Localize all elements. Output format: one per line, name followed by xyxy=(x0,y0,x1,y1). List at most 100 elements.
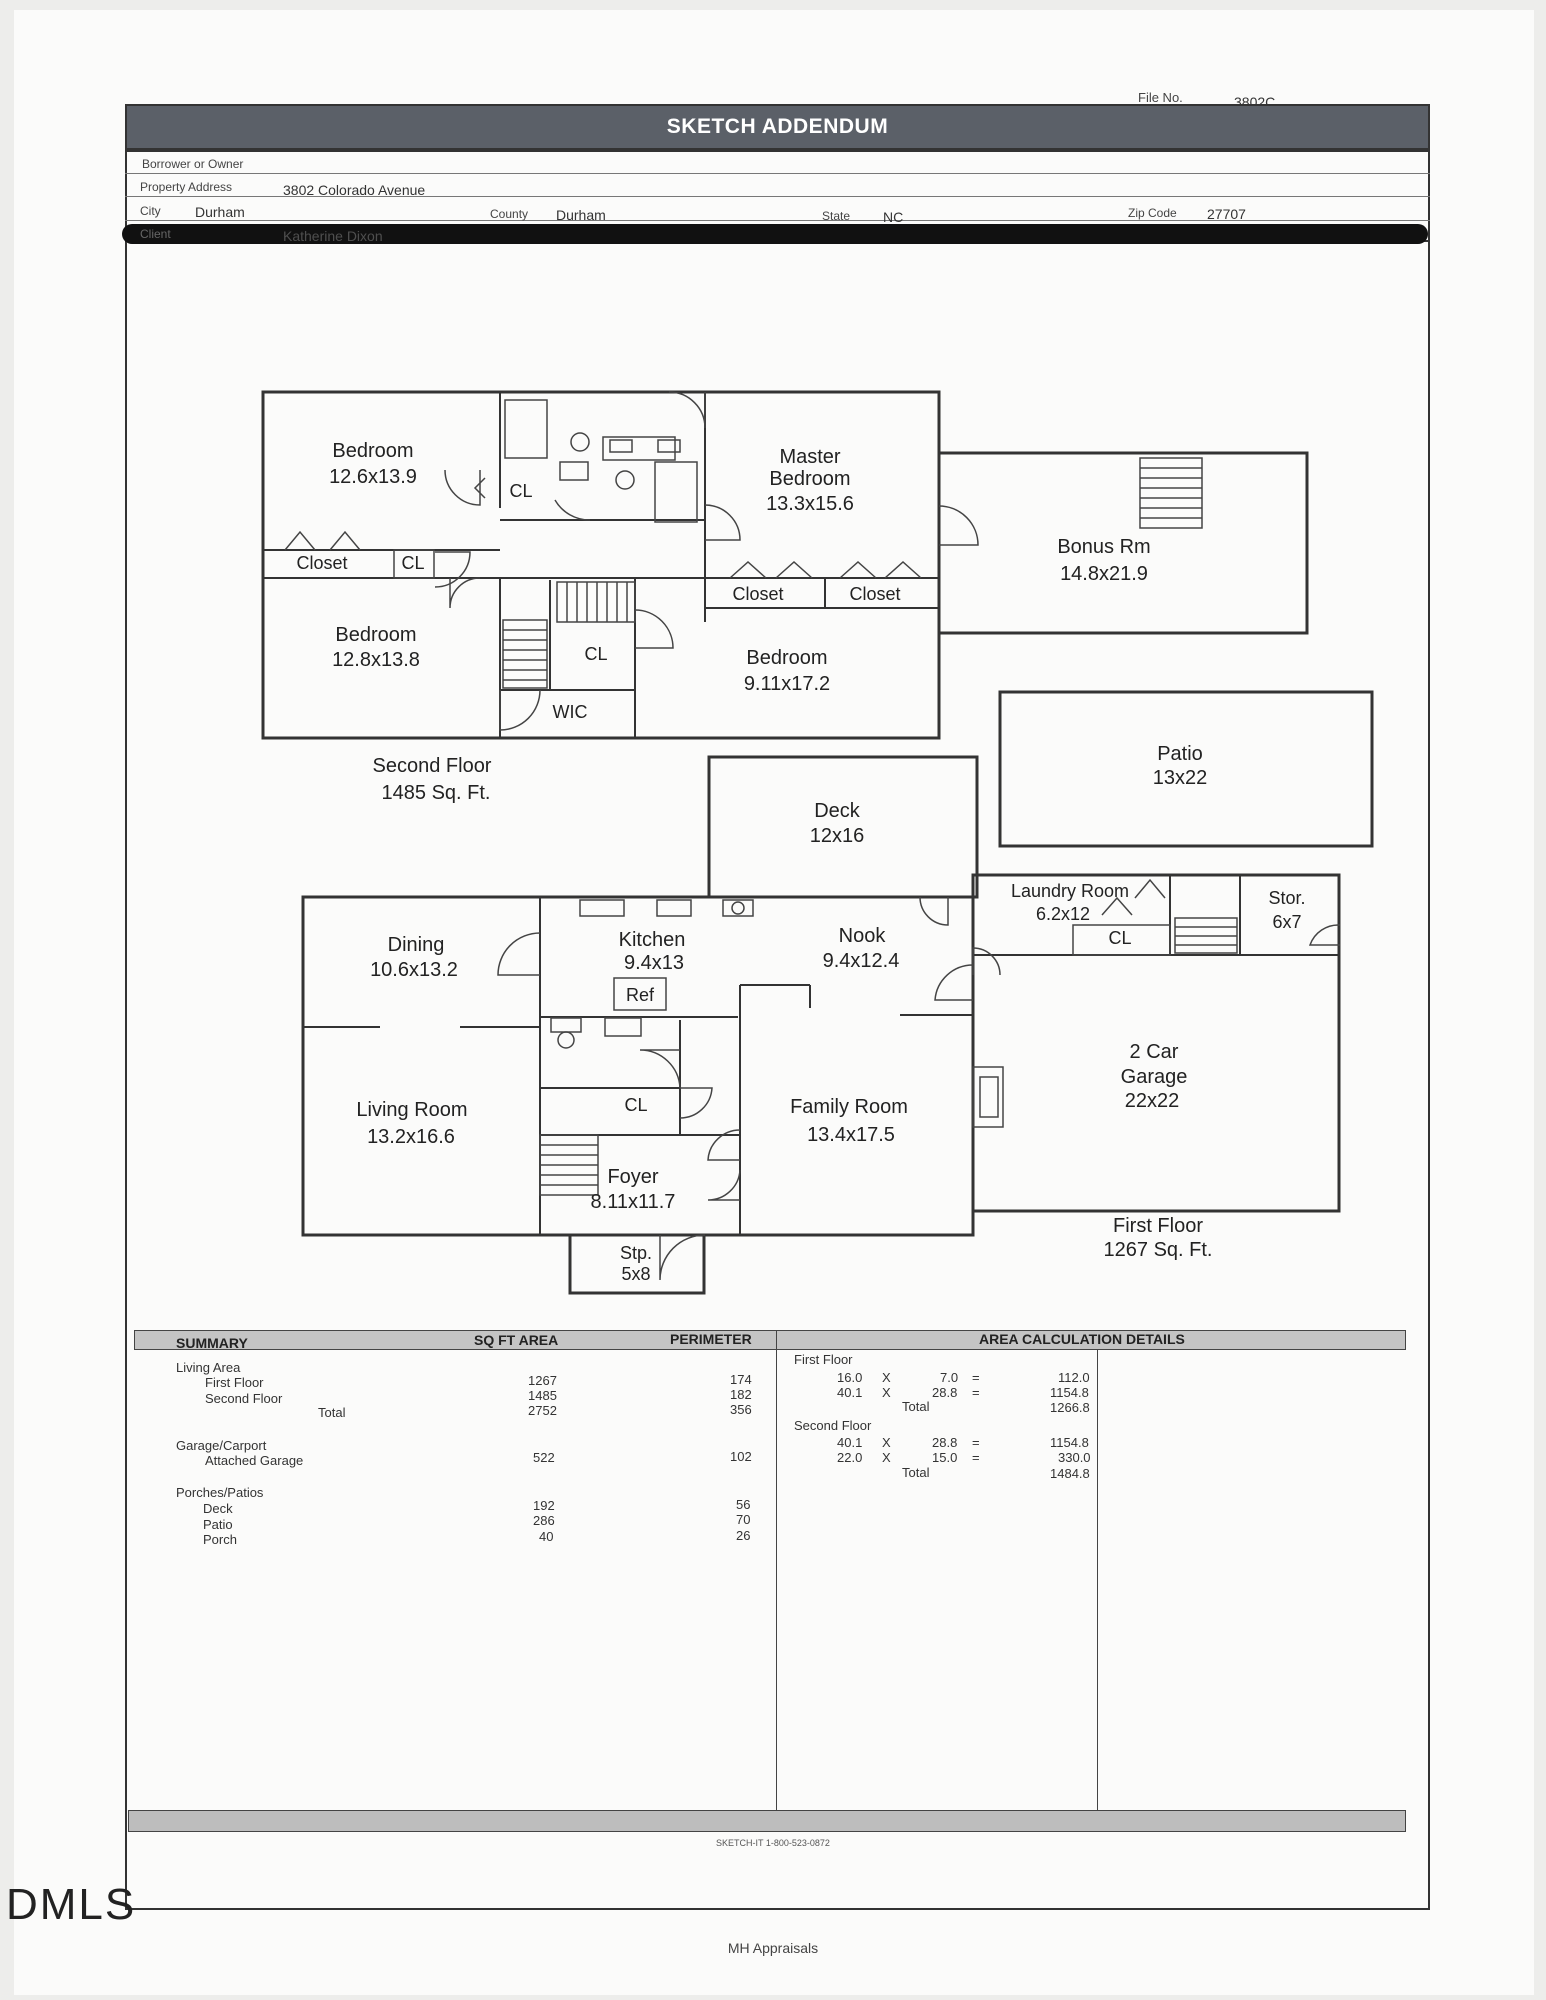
detail-operator: = xyxy=(972,1450,980,1465)
bedroom2-name: Bedroom xyxy=(335,624,416,646)
detail-value: 15.0 xyxy=(932,1450,958,1465)
detail-result: 330.0 xyxy=(1058,1450,1091,1465)
detail-operator: = xyxy=(972,1435,980,1450)
detail-result: 1154.8 xyxy=(1050,1385,1089,1400)
garage-carport-label: Garage/Carport xyxy=(176,1438,267,1453)
master-name2: Bedroom xyxy=(769,468,850,490)
zip-value: 27707 xyxy=(1207,206,1246,222)
city-label: City xyxy=(140,204,161,218)
porch-sqft: 40 xyxy=(539,1529,554,1544)
total-row-label: Total xyxy=(318,1405,346,1420)
closet-label: Closet xyxy=(296,553,347,573)
detail-total: 1484.8 xyxy=(1050,1466,1090,1481)
bedroom1-name: Bedroom xyxy=(332,440,413,462)
bonus-size: 14.8x21.9 xyxy=(1060,563,1148,585)
page-title: SKETCH ADDENDUM xyxy=(666,115,889,138)
header-divider xyxy=(125,173,1430,174)
redaction-bar xyxy=(122,224,1428,244)
first-floor-perim: 174 xyxy=(730,1372,752,1387)
details-second-floor-label: Second Floor xyxy=(794,1418,872,1433)
detail-value: 7.0 xyxy=(940,1370,959,1385)
bonus-room-outline xyxy=(937,451,1309,635)
nook-size: 9.4x12.4 xyxy=(823,950,900,972)
attached-garage-sqft: 522 xyxy=(533,1450,555,1465)
garage-name1: 2 Car xyxy=(1130,1041,1179,1063)
kitchen-name: Kitchen xyxy=(619,929,686,951)
file-no-label: File No. xyxy=(1138,90,1183,105)
patio-name: Patio xyxy=(1157,743,1203,765)
cl-label: CL xyxy=(584,644,607,664)
ref-label: Ref xyxy=(626,985,655,1005)
total-sqft: 2752 xyxy=(528,1403,557,1418)
second-floor-area: 1485 Sq. Ft. xyxy=(382,782,491,804)
detail-total-label: Total xyxy=(902,1465,930,1480)
stp-size: 5x8 xyxy=(621,1264,650,1284)
laundry-size: 6.2x12 xyxy=(1036,904,1090,924)
stor-name: Stor. xyxy=(1268,888,1305,908)
detail-operator: X xyxy=(882,1370,891,1385)
patio-outline xyxy=(998,690,1374,848)
bedroom3-name: Bedroom xyxy=(746,647,827,669)
cl-label: CL xyxy=(1108,928,1131,948)
garage-laundry-outline xyxy=(971,873,1341,1213)
laundry-name: Laundry Room xyxy=(1011,881,1129,901)
detail-result: 1154.8 xyxy=(1050,1435,1089,1450)
details-first-floor-label: First Floor xyxy=(794,1352,853,1367)
perimeter-heading: PERIMETER xyxy=(670,1331,752,1347)
closet-label: Closet xyxy=(732,584,783,604)
title-bar xyxy=(125,104,1430,150)
county-value: Durham xyxy=(556,207,606,223)
detail-value: 28.8 xyxy=(932,1435,958,1450)
header-divider xyxy=(125,196,1430,197)
living-area-label: Living Area xyxy=(176,1360,241,1375)
second-floor-label: Second Floor xyxy=(373,755,492,777)
patio-row-label: Patio xyxy=(203,1517,233,1532)
kitchen-size: 9.4x13 xyxy=(624,952,684,974)
detail-total-label: Total xyxy=(902,1399,930,1414)
column-divider xyxy=(1097,1350,1098,1810)
column-divider xyxy=(776,1330,777,1810)
deck-sqft: 192 xyxy=(533,1498,555,1513)
detail-operator: = xyxy=(972,1370,980,1385)
wic-label: WIC xyxy=(553,702,588,722)
master-size: 13.3x15.6 xyxy=(766,493,854,515)
dmls-logo: DMLS xyxy=(6,1880,137,1929)
living-name: Living Room xyxy=(356,1099,467,1121)
detail-value: 40.1 xyxy=(837,1385,863,1400)
foyer-name: Foyer xyxy=(607,1166,658,1188)
client-value: Katherine Dixon xyxy=(283,228,383,244)
deck-row-label: Deck xyxy=(203,1501,233,1516)
cl-label: CL xyxy=(509,481,532,501)
total-perim: 356 xyxy=(730,1402,752,1417)
floor-plan-sketch: Bedroom 12.6x13.9 CL Closet CL Master Be… xyxy=(261,390,1374,1295)
summary-header-bar xyxy=(134,1330,1406,1350)
porches-patios-label: Porches/Patios xyxy=(176,1485,264,1500)
city-value: Durham xyxy=(195,204,245,220)
second-floor-perim: 182 xyxy=(730,1387,752,1402)
dining-name: Dining xyxy=(388,934,445,956)
porch-perim: 26 xyxy=(736,1528,751,1543)
client-label: Client xyxy=(140,227,171,241)
closet-label: Closet xyxy=(849,584,900,604)
first-floor-row-label: First Floor xyxy=(205,1375,264,1390)
porch-row-label: Porch xyxy=(203,1532,237,1547)
attached-garage-perim: 102 xyxy=(730,1449,752,1464)
deck-name: Deck xyxy=(814,800,861,822)
county-label: County xyxy=(490,207,529,221)
dining-size: 10.6x13.2 xyxy=(370,959,458,981)
nook-name: Nook xyxy=(839,925,887,947)
deck-size: 12x16 xyxy=(810,825,865,847)
detail-operator: X xyxy=(882,1385,891,1400)
stp-name: Stp. xyxy=(620,1243,652,1263)
detail-total: 1266.8 xyxy=(1050,1400,1090,1415)
foyer-size: 8.11x11.7 xyxy=(591,1191,676,1213)
summary-footer-bar xyxy=(128,1810,1406,1832)
patio-sqft: 286 xyxy=(533,1513,555,1528)
deck-perim: 56 xyxy=(736,1497,751,1512)
stor-size: 6x7 xyxy=(1272,912,1301,932)
appraisal-sheet xyxy=(14,10,1534,1995)
family-size: 13.4x17.5 xyxy=(807,1124,895,1146)
bedroom1-size: 12.6x13.9 xyxy=(329,466,417,488)
stoop-outline xyxy=(568,1233,706,1295)
living-size: 13.2x16.6 xyxy=(367,1126,455,1148)
